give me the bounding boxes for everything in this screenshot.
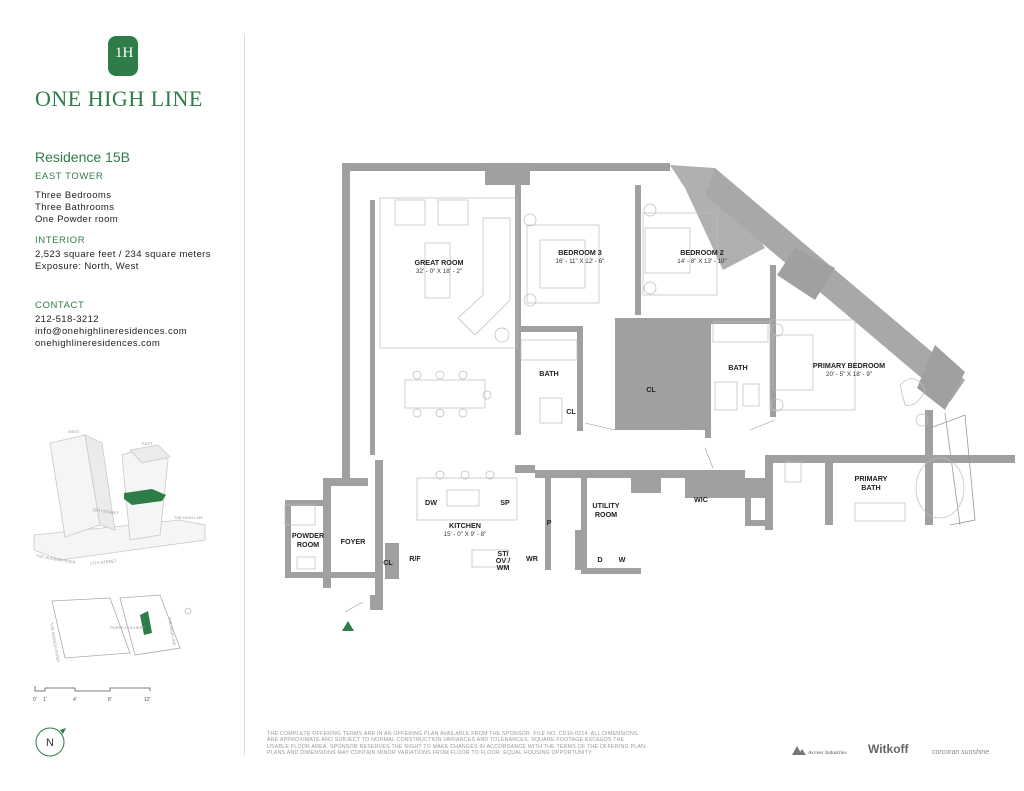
logo-monogram: 1H bbox=[115, 45, 134, 61]
label-high-line-2: THE HIGH LINE bbox=[167, 616, 177, 646]
access-industries-logo: Access Industries bbox=[792, 746, 847, 756]
info-sidebar: 1H ONE HIGH LINE Residence 15B EAST TOWE… bbox=[0, 0, 245, 791]
brand-logo: 1H bbox=[108, 36, 138, 76]
witkoff-logo: Witkoff bbox=[868, 742, 909, 756]
scale-bar: 0' 1' 4' 8' 12' bbox=[33, 686, 151, 703]
primary-bath-label: PRIMARY bbox=[855, 474, 888, 483]
floor-plan: GREAT ROOM 32' - 0" X 18' - 2" BEDROOM 3… bbox=[284, 163, 1015, 631]
label-hudson-river: THE HUDSON RIVER bbox=[36, 553, 76, 565]
bedroom3-dim: 16' - 11" X 12' - 6" bbox=[556, 258, 605, 265]
foyer-label: FOYER bbox=[341, 537, 367, 546]
contact-heading: CONTACT bbox=[35, 300, 85, 311]
brand-name: ONE HIGH LINE bbox=[35, 86, 203, 111]
bath-label: BATH bbox=[539, 369, 558, 378]
interior-exposure: Exposure: North, West bbox=[35, 261, 139, 272]
scale-tick: 1' bbox=[43, 697, 47, 703]
scale-tick: 4' bbox=[73, 697, 77, 703]
divider bbox=[244, 35, 245, 755]
utility-room-label: ROOM bbox=[595, 510, 617, 519]
stove-label: WM bbox=[497, 563, 510, 572]
kitchen-dim: 15' - 0" X 9' - 8" bbox=[444, 531, 487, 538]
label-east-tower: EAST bbox=[142, 441, 153, 446]
tower-name: EAST TOWER bbox=[35, 171, 104, 182]
feature-item: One Powder room bbox=[35, 214, 119, 225]
features-list: Three Bedrooms Three Bathrooms One Powde… bbox=[35, 190, 118, 226]
interior-heading: INTERIOR bbox=[35, 235, 86, 246]
interior-size: 2,523 square feet / 234 square meters bbox=[35, 249, 211, 260]
kitchen-label: KITCHEN bbox=[449, 521, 481, 530]
contact-phone[interactable]: 212-518-3212 bbox=[35, 314, 99, 325]
label-17th-street: 17TH STREET bbox=[90, 558, 118, 566]
scale-tick: 8' bbox=[108, 697, 112, 703]
sink-prep-label: SP bbox=[500, 498, 510, 507]
stove-label: ST/ bbox=[497, 549, 508, 558]
closet-label: CL bbox=[646, 385, 656, 394]
compass-north: N bbox=[46, 737, 54, 749]
powder-room-label: POWDER bbox=[292, 531, 325, 540]
dryer-label: D bbox=[597, 555, 602, 564]
primary-bath-label: BATH bbox=[861, 483, 880, 492]
corcoran-logo: corcoran sunshine bbox=[932, 749, 990, 756]
stove-label: OV / bbox=[496, 556, 510, 565]
scale-tick: 0' bbox=[33, 697, 37, 703]
bedroom2-label: BEDROOM 2 bbox=[680, 248, 724, 257]
legal-disclaimer: THE COMPLETE OFFERING TERMS ARE IN AN OF… bbox=[267, 731, 647, 756]
label-18th-street: 18TH STREET bbox=[92, 507, 120, 516]
contact-email[interactable]: info@onehighlineresidences.com bbox=[35, 326, 188, 337]
compass-icon: N bbox=[35, 727, 66, 757]
site-plan: THE HUDSON RIVER PORTE-COCHERE THE HIGH … bbox=[49, 594, 192, 662]
residence-title: Residence 15B bbox=[35, 149, 130, 165]
closet-label: CL bbox=[566, 407, 576, 416]
contact-website[interactable]: onehighlineresidences.com bbox=[35, 338, 161, 349]
bath-label: BATH bbox=[728, 363, 747, 372]
wic-label: WIC bbox=[694, 495, 708, 504]
pantry-label: P bbox=[547, 518, 552, 527]
powder-room-label: ROOM bbox=[297, 540, 319, 549]
dishwasher-label: DW bbox=[425, 498, 437, 507]
refrigerator-label: R/F bbox=[409, 554, 421, 563]
building-axonometric: WEST EAST 18TH STREET THE HIGH LINE THE … bbox=[33, 429, 206, 566]
utility-room-label: UTILITY bbox=[592, 501, 619, 510]
label-high-line: THE HIGH LINE bbox=[174, 515, 203, 520]
scale-tick: 12' bbox=[144, 697, 151, 703]
entry-marker bbox=[342, 621, 354, 631]
closet-label: CL bbox=[383, 558, 393, 567]
wine-refrigerator-label: WR bbox=[526, 554, 539, 563]
primary-bedroom-label: PRIMARY BEDROOM bbox=[813, 361, 885, 370]
label-porte-cochere: PORTE-COCHERE bbox=[110, 625, 145, 630]
primary-bedroom-dim: 20' - 5" X 18' - 9" bbox=[826, 371, 872, 378]
label-west-tower: WEST bbox=[68, 429, 80, 434]
great-room-label: GREAT ROOM bbox=[415, 258, 464, 267]
label-hudson-river-2: THE HUDSON RIVER bbox=[49, 622, 61, 662]
feature-item: Three Bathrooms bbox=[35, 202, 115, 213]
access-logo-text: Access Industries bbox=[808, 750, 847, 756]
bedroom3-label: BEDROOM 3 bbox=[558, 248, 602, 257]
washer-label: W bbox=[619, 555, 626, 564]
feature-item: Three Bedrooms bbox=[35, 190, 112, 201]
bedroom2-dim: 14' - 8" X 13' - 10" bbox=[677, 258, 726, 265]
great-room-dim: 32' - 0" X 18' - 2" bbox=[416, 268, 462, 275]
